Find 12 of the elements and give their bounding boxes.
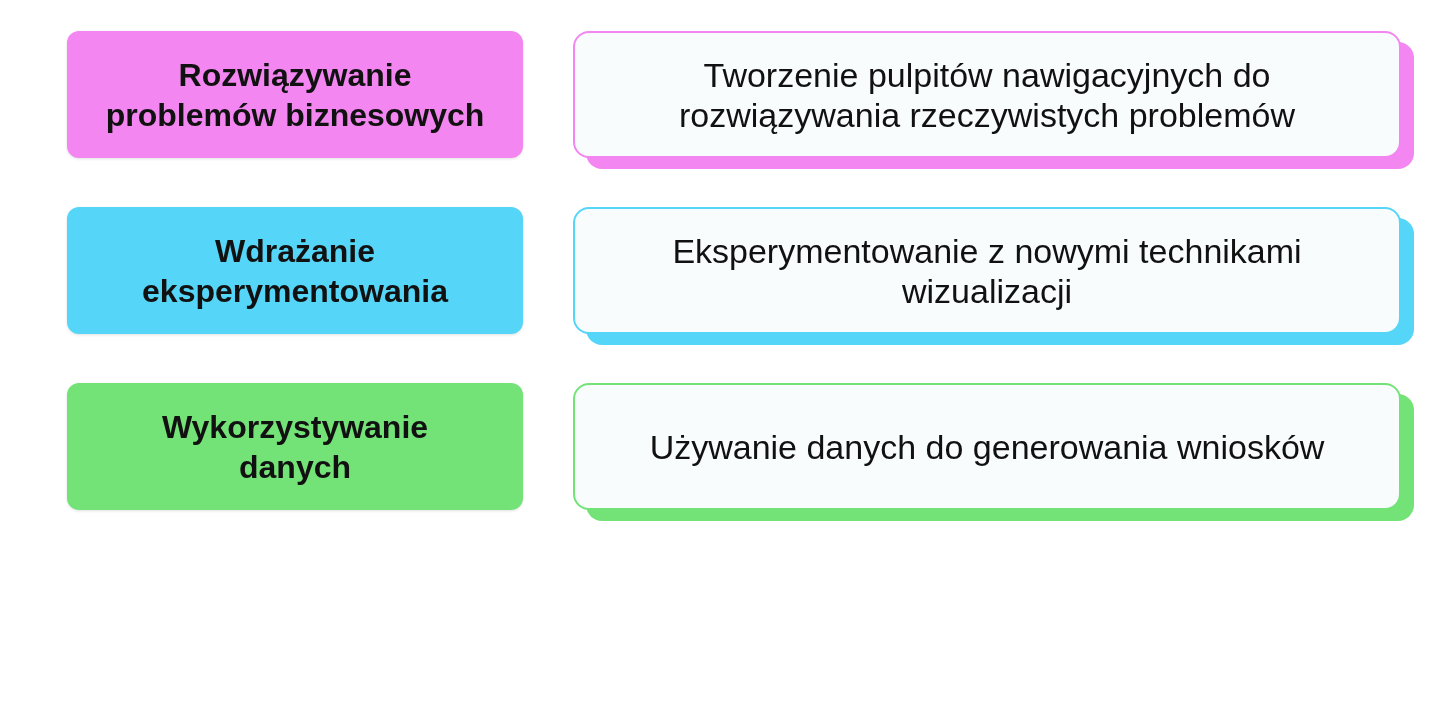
description-text: Używanie danych do generowania wniosków bbox=[648, 426, 1326, 467]
description-card bbox=[573, 207, 1414, 345]
category-box bbox=[67, 207, 523, 334]
description-text: Tworzenie pulpitów nawigacyjnych do rozwiązywania rzeczywistych problemów bbox=[678, 54, 1296, 135]
category-label: Wykorzystywanie danych bbox=[160, 407, 430, 487]
category-label: Rozwiązywanie problemów biznesowych bbox=[104, 55, 486, 135]
description-card bbox=[573, 383, 1414, 521]
category-box bbox=[67, 383, 523, 510]
description-text: Eksperymentowanie z nowymi technikami wizualizacji bbox=[671, 230, 1303, 311]
category-label: Wdrażanie eksperymentowania bbox=[141, 231, 450, 311]
category-box bbox=[67, 31, 523, 158]
description-card bbox=[573, 31, 1414, 169]
